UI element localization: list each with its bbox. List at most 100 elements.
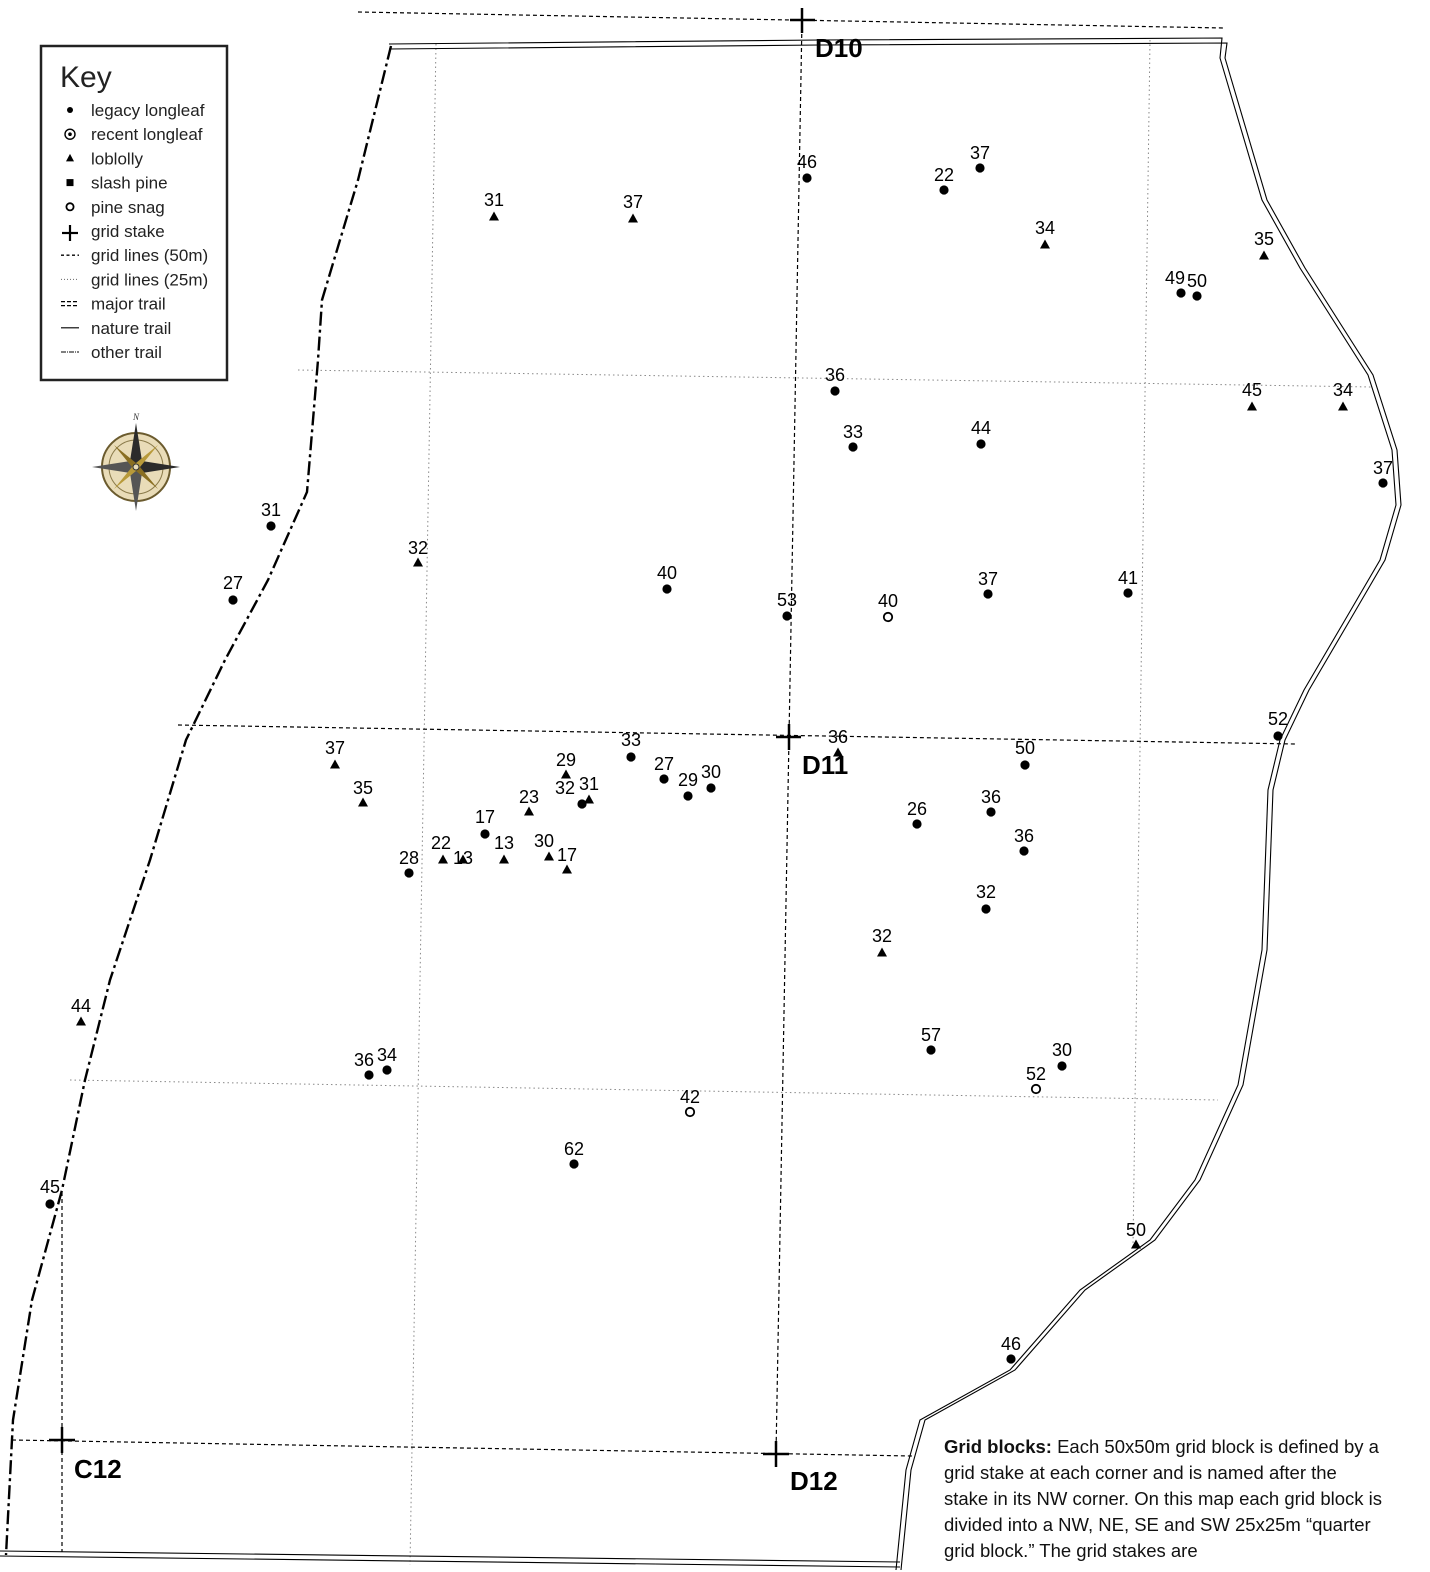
key-item-label: slash pine	[91, 174, 168, 193]
tree-diameter-label: 31	[261, 500, 281, 520]
tree-loblolly: 22	[431, 833, 451, 864]
tree-legacy: 50	[1015, 738, 1035, 770]
legacy-marker	[981, 904, 991, 914]
compass-north-label: N	[132, 412, 140, 422]
snag-marker	[1030, 1083, 1042, 1095]
stake-label-d12: D12	[790, 1466, 838, 1496]
tree-diameter-label: 17	[475, 807, 495, 827]
tree-diameter-label: 27	[223, 573, 243, 593]
legacy-marker	[1020, 760, 1030, 770]
tree-diameter-label: 13	[453, 848, 473, 868]
legacy-marker	[45, 1199, 55, 1209]
loblolly-marker	[833, 747, 843, 757]
tree-diameter-label: 44	[71, 996, 91, 1016]
tree-loblolly: 29	[556, 750, 576, 779]
tree-loblolly: 35	[1254, 229, 1274, 260]
legacy-marker	[1019, 846, 1029, 856]
tree-diameter-label: 50	[1015, 738, 1035, 758]
loblolly-marker	[561, 769, 571, 779]
stake-label-c12: C12	[74, 1454, 122, 1484]
tree-legacy: 33	[843, 422, 863, 452]
tree-diameter-label: 46	[797, 152, 817, 172]
tree-diameter-label: 52	[1026, 1064, 1046, 1084]
legacy-marker	[364, 1070, 374, 1080]
tree-diameter-label: 45	[1242, 380, 1262, 400]
legacy-key-icon	[67, 107, 73, 113]
tree-diameter-label: 49	[1165, 268, 1185, 288]
tree-diameter-label: 28	[399, 848, 419, 868]
tree-diameter-label: 40	[878, 591, 898, 611]
legacy-marker	[848, 442, 858, 452]
tree-loblolly: 44	[71, 996, 91, 1026]
tree-diameter-label: 30	[701, 762, 721, 782]
loblolly-marker	[1259, 250, 1269, 260]
tree-diameter-label: 34	[377, 1045, 397, 1065]
tree-legacy: 36	[354, 1050, 374, 1080]
tree-loblolly: 32	[408, 538, 428, 567]
legacy-marker	[975, 163, 985, 173]
loblolly-marker	[1040, 239, 1050, 249]
grid-blocks-note: Grid blocks: Each 50x50m grid block is d…	[944, 1434, 1384, 1564]
tree-loblolly: 17	[557, 845, 577, 874]
loblolly-marker	[413, 557, 423, 567]
other-trail	[4, 45, 393, 1556]
tree-diameter-label: 31	[579, 774, 599, 794]
tree-diameter-label: 32	[555, 778, 575, 798]
tree-legacy: 28	[399, 848, 419, 878]
tree-diameter-label: 53	[777, 590, 797, 610]
loblolly-marker	[584, 794, 594, 804]
tree-legacy: 34	[377, 1045, 397, 1075]
legacy-marker	[626, 752, 636, 762]
tree-diameter-label: 37	[1373, 458, 1393, 478]
tree-legacy: 40	[657, 563, 677, 594]
tree-loblolly: 45	[1242, 380, 1262, 411]
loblolly-marker	[358, 797, 368, 807]
tree-diameter-label: 22	[934, 165, 954, 185]
tree-legacy: 36	[1014, 826, 1034, 856]
grid-lines-25m	[69, 39, 1373, 1566]
tree-legacy: 27	[223, 573, 243, 605]
tree-diameter-label: 37	[325, 738, 345, 758]
tree-loblolly: 32	[872, 926, 892, 957]
key-item-slash: slash pine	[66, 174, 168, 193]
tree-legacy: 32	[976, 882, 996, 914]
tree-diameter-label: 36	[354, 1050, 374, 1070]
tree-diameter-label: 33	[621, 730, 641, 750]
tree-loblolly: 34	[1035, 218, 1055, 249]
tree-legacy: 36	[981, 787, 1001, 817]
loblolly-marker	[1131, 1239, 1141, 1249]
legacy-marker	[662, 584, 672, 594]
tree-legacy: 32	[555, 778, 587, 809]
tree-legacy: 37	[970, 143, 990, 173]
loblolly-marker	[458, 854, 468, 864]
slash-key-icon	[66, 179, 74, 187]
key-item-label: major trail	[91, 295, 166, 314]
tree-loblolly: 31	[484, 190, 504, 221]
tree-diameter-label: 50	[1126, 1220, 1146, 1240]
tree-legacy: 26	[907, 799, 927, 829]
legacy-marker	[986, 807, 996, 817]
loblolly-marker	[489, 211, 499, 221]
legacy-marker	[1057, 1061, 1067, 1071]
tree-diameter-label: 30	[534, 831, 554, 851]
tree-legacy: 33	[621, 730, 641, 762]
legacy-marker	[659, 774, 669, 784]
key-item-label: other trail	[91, 343, 162, 362]
legacy-marker	[569, 1159, 579, 1169]
tree-diameter-label: 45	[40, 1177, 60, 1197]
tree-markers: 31 37 46 22 37 34 35 49 50 36 45 34 33 44 37 31 27 32 40 53…	[40, 143, 1393, 1364]
key-item-major: major trail	[61, 295, 166, 314]
tree-diameter-label: 17	[557, 845, 577, 865]
snag-marker	[882, 611, 894, 623]
tree-diameter-label: 52	[1268, 709, 1288, 729]
key-item-snag: pine snag	[65, 198, 165, 217]
legacy-marker	[912, 819, 922, 829]
loblolly-marker	[1247, 401, 1257, 411]
tree-legacy: 22	[934, 165, 954, 195]
tree-diameter-label: 13	[494, 833, 514, 853]
tree-loblolly: 23	[519, 787, 539, 816]
legacy-marker	[228, 595, 238, 605]
major-key-icon	[61, 301, 79, 307]
